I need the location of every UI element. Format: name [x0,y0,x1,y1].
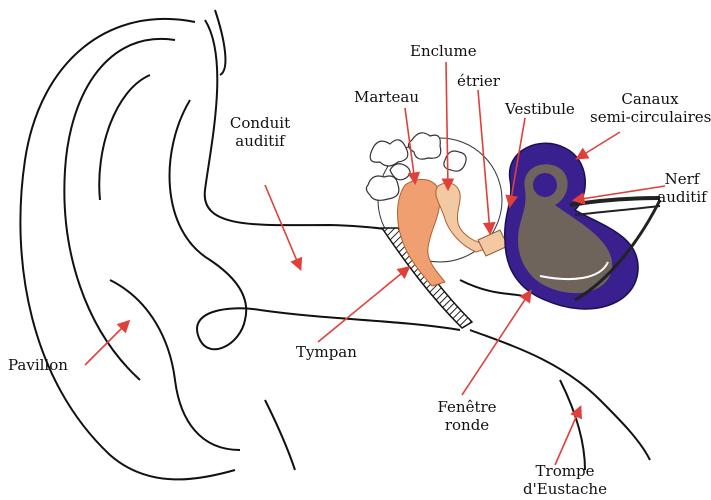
label-canaux-semi-circulaires: Canaux semi-circulaires [590,90,710,126]
label-canaux-line2: semi-circulaires [590,108,710,126]
stapes-shape [478,230,508,256]
label-fenetre-ronde: Fenêtre ronde [432,398,502,434]
label-enclume: Enclume [410,42,477,60]
label-trompe-line1: Trompe [520,462,610,480]
inner-ear [505,143,638,309]
label-conduit-line2: auditif [225,132,295,150]
label-etrier: étrier [457,72,500,90]
label-fenetre-line2: ronde [432,416,502,434]
label-canaux-line1: Canaux [590,90,710,108]
label-vestibule: Vestibule [505,100,575,118]
label-nerf-line1: Nerf [655,170,709,188]
label-pavillon: Pavillon [8,356,68,374]
label-conduit-line1: Conduit [225,114,295,132]
label-trompe-line2: d'Eustache [520,480,610,498]
label-trompe-eustache: Trompe d'Eustache [520,462,610,498]
label-fenetre-line1: Fenêtre [432,398,502,416]
label-marteau: Marteau [354,88,419,106]
label-tympan: Tympan [296,343,357,361]
label-nerf-auditif: Nerf auditif [655,170,709,206]
label-conduit-auditif: Conduit auditif [225,114,295,150]
label-nerf-line2: auditif [655,188,709,206]
